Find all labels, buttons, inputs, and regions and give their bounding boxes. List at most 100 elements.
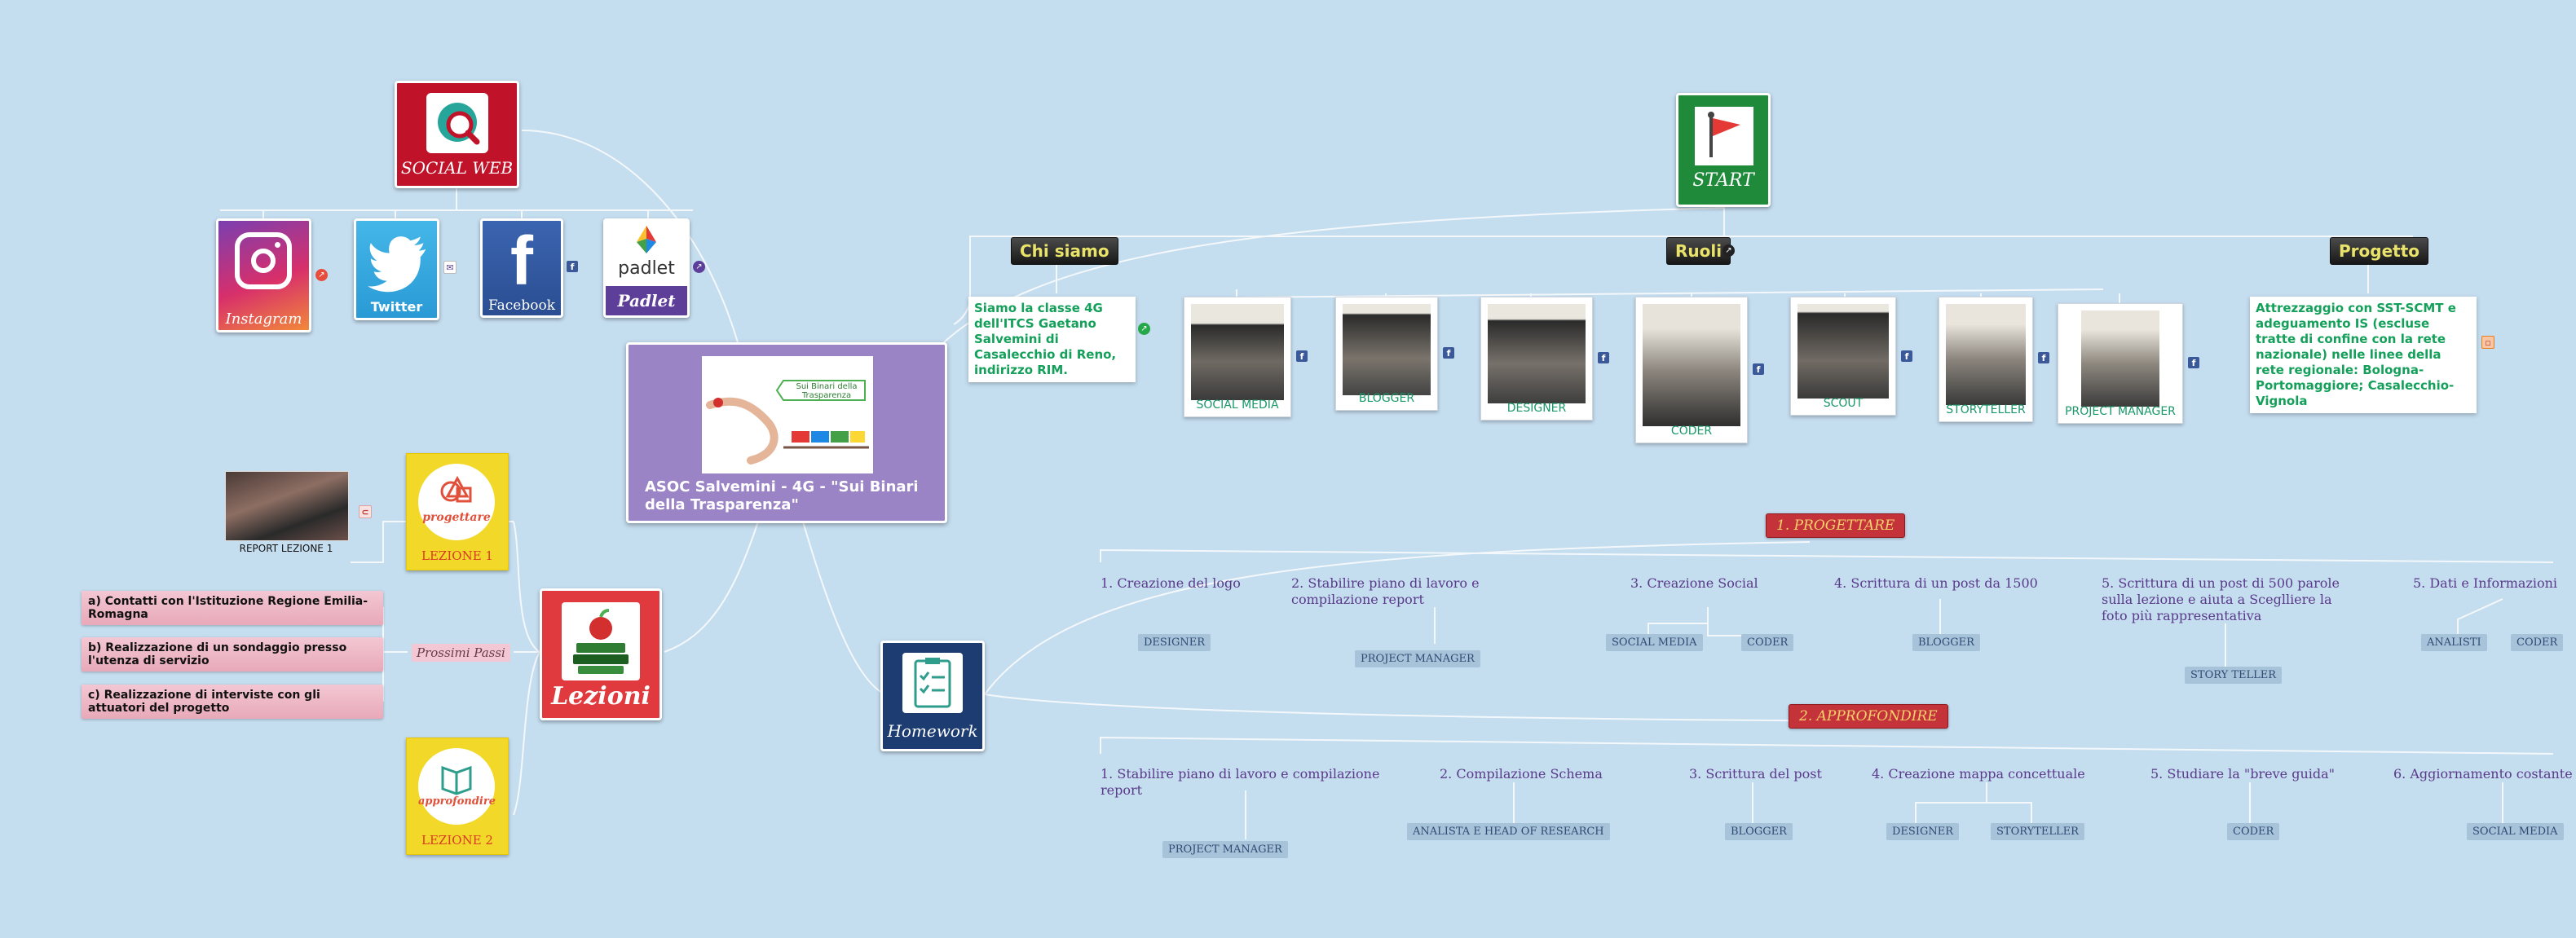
section-approfondire-header[interactable]: 2. APPROFONDIRE: [1789, 704, 1948, 729]
social-web-icon: [426, 93, 488, 153]
role-card-coder[interactable]: CODER: [1635, 297, 1748, 443]
role-card-social-media[interactable]: SOCIAL MEDIA: [1184, 297, 1291, 417]
padlet-label: Padlet: [617, 291, 676, 310]
lesson-2-card[interactable]: approfondire LEZIONE 2: [406, 738, 509, 855]
task-role: STORYTELLER: [1991, 823, 2084, 840]
task-role: BLOGGER: [1725, 823, 1793, 840]
instagram-link-icon[interactable]: ↗: [315, 269, 328, 281]
role-fb-icon[interactable]: f: [1598, 352, 1609, 363]
task-approfondire-2: 2. Compilazione Schema: [1440, 766, 1603, 782]
progetto-attachment-icon[interactable]: ▫: [2481, 336, 2494, 349]
shapes-icon: [440, 475, 472, 503]
task-approfondire-1: 1. Stabilire piano di lavoro e compilazi…: [1101, 766, 1380, 798]
role-fb-icon[interactable]: f: [1443, 347, 1454, 359]
task-role: PROJECT MANAGER: [1355, 650, 1480, 667]
chi-siamo-link-icon[interactable]: ↗: [1138, 323, 1150, 335]
facebook-f-icon: f: [510, 222, 533, 299]
ruoli-header[interactable]: Ruoli: [1666, 237, 1731, 265]
lesson-2-badge-text: approfondire: [418, 795, 496, 808]
ruoli-link-icon[interactable]: ↗: [1722, 244, 1735, 257]
task-approfondire-6: 6. Aggiornamento costante: [2393, 766, 2573, 782]
task-progettare-5: 5. Scrittura di un post di 500 parole su…: [2102, 575, 2340, 623]
padlet-icon: [637, 226, 656, 253]
role-fb-icon[interactable]: f: [2188, 357, 2199, 368]
role-fb-icon[interactable]: f: [2038, 352, 2049, 363]
task-approfondire-4: 4. Creazione mappa concettuale: [1872, 766, 2085, 782]
role-card-designer[interactable]: DESIGNER: [1480, 297, 1593, 421]
role-fb-icon[interactable]: f: [1296, 350, 1308, 362]
role-photo: [1488, 304, 1586, 403]
lesson-1-badge-text: progettare: [422, 511, 491, 524]
lesson-1-label: LEZIONE 1: [421, 548, 493, 563]
task-role: PROJECT MANAGER: [1162, 841, 1288, 858]
task-role: ANALISTA E HEAD OF RESEARCH: [1407, 823, 1610, 840]
social-web-label: SOCIAL WEB: [400, 158, 514, 178]
facebook-link-icon[interactable]: f: [567, 261, 578, 272]
task-progettare-2: 2. Stabilire piano di lavoro e compilazi…: [1291, 575, 1480, 607]
next-step-a: a) Contatti con l'Istituzione Regione Em…: [82, 591, 383, 625]
task-role: BLOGGER: [1912, 634, 1980, 651]
homework-label: Homework: [887, 721, 978, 741]
task-progettare-1: 1. Creazione del logo: [1101, 575, 1241, 591]
task-role: STORY TELLER: [2185, 667, 2283, 684]
role-photo: [1343, 304, 1431, 395]
next-step-b: b) Realizzazione di un sondaggio presso …: [82, 637, 383, 672]
prossimi-passi-label[interactable]: Prossimi Passi: [412, 644, 510, 662]
role-card-project-manager[interactable]: PROJECT MANAGER: [2058, 303, 2183, 424]
central-node[interactable]: Sui Binari della Trasparenza ASOC Salvem…: [626, 342, 947, 523]
task-role: ANALISTI: [2421, 634, 2487, 651]
start-node[interactable]: START: [1676, 93, 1771, 207]
role-label: PROJECT MANAGER: [2065, 405, 2176, 418]
role-card-storyteller[interactable]: STORYTELLER: [1939, 297, 2033, 422]
start-label: START: [1692, 170, 1754, 191]
task-role: CODER: [2511, 634, 2564, 651]
checklist-icon: [914, 658, 951, 708]
task-role: DESIGNER: [1886, 823, 1959, 840]
report-attachment-icon[interactable]: ⊂: [359, 505, 372, 518]
book-icon: [441, 765, 472, 795]
lezioni-icon-box: [562, 602, 640, 680]
twitter-bird-icon: [366, 229, 431, 294]
role-label: STORYTELLER: [1946, 403, 2026, 416]
start-flag-icon: [1708, 112, 1740, 157]
chi-siamo-header[interactable]: Chi siamo: [1011, 237, 1118, 265]
role-photo: [2081, 310, 2159, 407]
section-progettare-header[interactable]: 1. PROGETTARE: [1766, 513, 1906, 538]
lesson-2-badge: approfondire: [418, 748, 496, 825]
task-role: SOCIAL MEDIA: [2467, 823, 2564, 840]
homework-icon-box: [902, 653, 963, 713]
central-logo: Sui Binari della Trasparenza: [702, 356, 873, 473]
padlet-link-icon[interactable]: ↗: [693, 261, 705, 273]
padlet-logo: padlet: [606, 221, 687, 286]
padlet-node[interactable]: padlet Padlet: [603, 218, 690, 318]
task-progettare-4: 4. Scrittura di un post da 1500: [1834, 575, 2038, 591]
role-card-scout[interactable]: SCOUT: [1790, 297, 1896, 416]
padlet-logo-word: padlet: [618, 258, 675, 279]
lezioni-node[interactable]: Lezioni: [540, 588, 662, 720]
role-fb-icon[interactable]: f: [1753, 363, 1764, 375]
facebook-node[interactable]: f Facebook: [480, 218, 563, 318]
role-photo: [1191, 304, 1284, 400]
task-role: CODER: [1741, 634, 1794, 651]
homework-node[interactable]: Homework: [880, 641, 985, 751]
start-flag-box: [1695, 107, 1753, 165]
twitter-node[interactable]: Twitter: [354, 218, 439, 320]
task-role: CODER: [2227, 823, 2280, 840]
role-card-blogger[interactable]: BLOGGER: [1335, 297, 1438, 411]
twitter-link-icon[interactable]: ✉: [443, 261, 457, 274]
progetto-header[interactable]: Progetto: [2330, 237, 2429, 265]
role-fb-icon[interactable]: f: [1901, 350, 1912, 362]
report-photo[interactable]: [225, 471, 349, 541]
twitter-label: Twitter: [370, 299, 423, 315]
lesson-1-card[interactable]: progettare LEZIONE 1: [406, 453, 509, 570]
lezioni-label: Lezioni: [551, 682, 651, 711]
instagram-icon: [235, 232, 292, 289]
task-approfondire-3: 3. Scrittura del post: [1689, 766, 1822, 782]
task-role: DESIGNER: [1138, 634, 1211, 651]
role-label: SCOUT: [1823, 397, 1864, 410]
task-progettare-3: 3. Creazione Social: [1630, 575, 1758, 591]
apple-books-icon: [573, 609, 629, 674]
social-web-node[interactable]: SOCIAL WEB: [395, 81, 519, 188]
central-logo-text: Sui Binari della Trasparenza: [796, 382, 858, 400]
instagram-node[interactable]: Instagram: [216, 218, 311, 332]
